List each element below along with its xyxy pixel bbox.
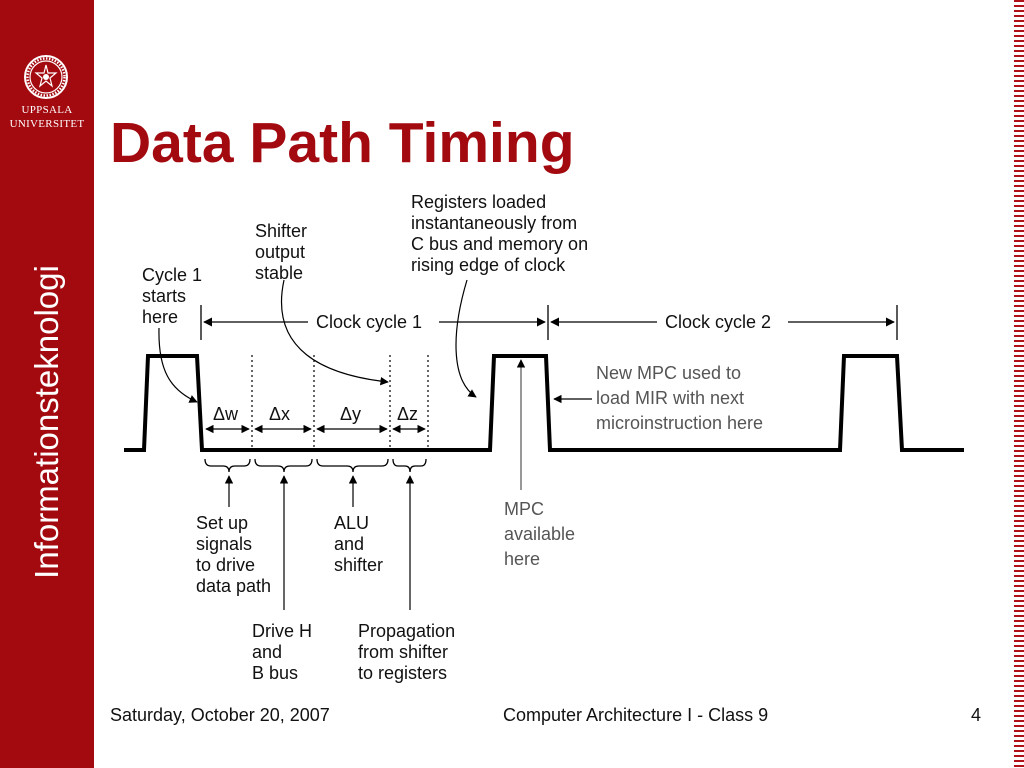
delay-markers [251, 355, 429, 448]
university-name-line1: UPPSALA [21, 104, 73, 116]
mpc-available-label: MPC available here [504, 499, 580, 569]
clock-cycle-1-label: Clock cycle 1 [316, 312, 422, 332]
shifter-stable-label: Shifter output stable [255, 221, 312, 283]
alu-shifter-label: ALU and shifter [334, 513, 383, 575]
delta-x-label: Δx [269, 404, 290, 424]
cycle1-starts-label: Cycle 1 starts here [142, 265, 207, 327]
drive-h-label: Drive H and B bus [252, 621, 317, 683]
university-name-line2: UNIVERSITET [9, 118, 85, 130]
new-mpc-label: New MPC used to load MIR with next micro… [596, 363, 763, 433]
decorative-right-border [1014, 0, 1024, 768]
university-seal-icon [24, 55, 68, 99]
cycle-start-arrow [158, 327, 198, 403]
interval-arrows [224, 475, 415, 610]
setup-signals-label: Set up signals to drive data path [196, 513, 271, 596]
delta-w-label: Δw [213, 404, 239, 424]
delta-z-label: Δz [397, 404, 418, 424]
sidebar: UPPSALA UNIVERSITET Informationsteknolog… [0, 0, 94, 768]
delta-y-label: Δy [340, 404, 361, 424]
propagation-label: Propagation from shifter to registers [358, 621, 460, 683]
footer-course-title: Computer Architecture I - Class 9 [503, 705, 769, 725]
footer-date: Saturday, October 20, 2007 [110, 705, 330, 725]
timing-diagram: Clock cycle 1 Clock cycle 2 Δw Δx Δy Δz [124, 192, 964, 683]
shifter-stable-arrow [280, 279, 389, 386]
clock-waveform [124, 354, 964, 452]
clock-cycle-2-label: Clock cycle 2 [665, 312, 771, 332]
department-text: Informationsteknologi [28, 265, 65, 579]
registers-loaded-label: Registers loaded instantaneously from C … [411, 192, 593, 275]
slide-title: Data Path Timing [110, 111, 575, 175]
interval-braces [204, 458, 427, 473]
footer-page-number: 4 [971, 705, 982, 725]
registers-loaded-arrow [455, 279, 477, 398]
